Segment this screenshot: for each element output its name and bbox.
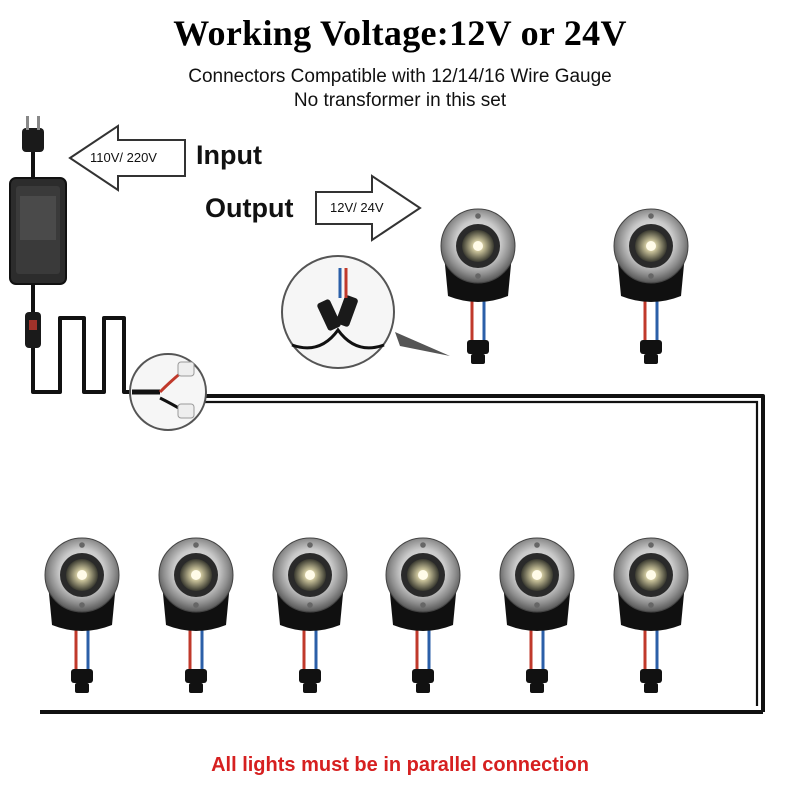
power-adapter <box>9 116 67 285</box>
spotlight-lamp-icon <box>439 207 517 366</box>
spotlight-lamp-icon <box>271 536 349 695</box>
output-label: Output <box>205 193 294 223</box>
spotlight-lamp-icon <box>612 207 690 366</box>
main-cable <box>31 282 765 714</box>
wire-join-zoom-circle <box>129 353 207 431</box>
subtitle-no-transformer: No transformer in this set <box>293 90 507 111</box>
input-label: Input <box>196 140 262 170</box>
spotlight-lamp-icon <box>612 536 690 695</box>
parallel-connection-note: All lights must be in parallel connectio… <box>211 754 589 776</box>
subtitle-wire-gauge: Connectors Compatible with 12/14/16 Wire… <box>188 66 612 87</box>
spotlight-lamp-icon <box>157 536 235 695</box>
spotlight-lamp-icon <box>384 536 462 695</box>
input-voltage-text: 110V/ 220V <box>90 150 157 165</box>
output-voltage-text: 12V/ 24V <box>330 200 384 215</box>
input-arrow <box>68 124 186 192</box>
connector-zoom-circle <box>281 255 450 369</box>
page-title: Working Voltage:12V or 24V <box>173 13 627 53</box>
spotlight-lamp-icon <box>498 536 576 695</box>
output-arrow <box>315 174 422 242</box>
spotlight-lamp-icon <box>43 536 121 695</box>
